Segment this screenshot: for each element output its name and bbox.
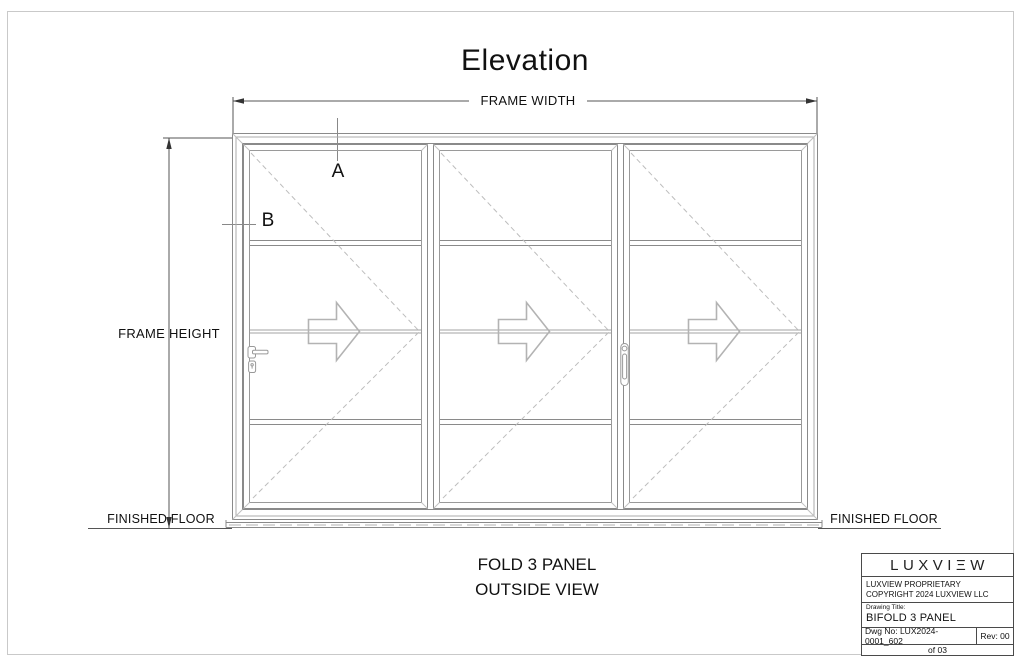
revision: Rev: 00 (976, 628, 1013, 644)
dim-arrow-right (806, 98, 817, 104)
pull-handle-icon (620, 343, 629, 386)
title-block: LUXVIΞW LUXVIEW PROPRIETARY COPYRIGHT 20… (861, 553, 1014, 656)
subtitle-line-1: FOLD 3 PANEL (477, 555, 597, 574)
subtitle-line-2: OUTSIDE VIEW (475, 580, 599, 599)
panel-3 (623, 144, 808, 509)
panel-2 (433, 144, 618, 509)
frame-height-label: FRAME HEIGHT (118, 326, 220, 341)
panel-1 (243, 144, 428, 509)
fold-arrow-icon-2 (497, 300, 551, 363)
view-subtitle: FOLD 3 PANEL OUTSIDE VIEW (436, 552, 638, 602)
frame-width-label: FRAME WIDTH (469, 93, 587, 108)
dwg-number: Dwg No: LUX2024-0001_602 (865, 626, 939, 646)
callout-a: A (331, 161, 345, 182)
proprietary-line: LUXVIEW PROPRIETARY (866, 580, 961, 589)
door-frame (232, 133, 818, 520)
drawing-title-value: BIFOLD 3 PANEL (866, 612, 957, 624)
sheet-count: of 03 (862, 644, 1013, 655)
drawing-title-label: Drawing Title: (866, 604, 906, 611)
drawing-title-cell: Drawing Title: BIFOLD 3 PANEL (862, 602, 1013, 627)
fold-direction-dashes-1 (250, 152, 421, 501)
fold-direction-dashes-2 (440, 152, 611, 501)
luxview-logo: LUXVIΞW (890, 556, 989, 574)
frame-height-dimension (163, 137, 232, 528)
dwg-number-row: Dwg No: LUX2024-0001_602 Rev: 00 (862, 626, 1013, 646)
dim-arrow-left (233, 98, 244, 104)
fold-arrow-icon-3 (687, 300, 741, 363)
dim-arrow-down (166, 517, 172, 528)
door-panels (243, 144, 808, 509)
fold-direction-dashes-3 (630, 152, 801, 501)
finished-floor-label-right: FINISHED FLOOR (830, 512, 938, 526)
proprietary-notice: LUXVIEW PROPRIETARY COPYRIGHT 2024 LUXVI… (862, 576, 1013, 602)
sheet-border (7, 11, 1014, 655)
page-title: Elevation (461, 44, 589, 77)
bottom-track (225, 520, 823, 528)
finished-floor-label-left: FINISHED FLOOR (107, 512, 215, 526)
lever-handle-icon (247, 346, 269, 373)
fold-arrow-icon-1 (307, 300, 361, 363)
copyright-line: COPYRIGHT 2024 LUXVIEW LLC (866, 590, 989, 599)
callout-b: B (261, 210, 275, 231)
dim-arrow-up (166, 138, 172, 149)
